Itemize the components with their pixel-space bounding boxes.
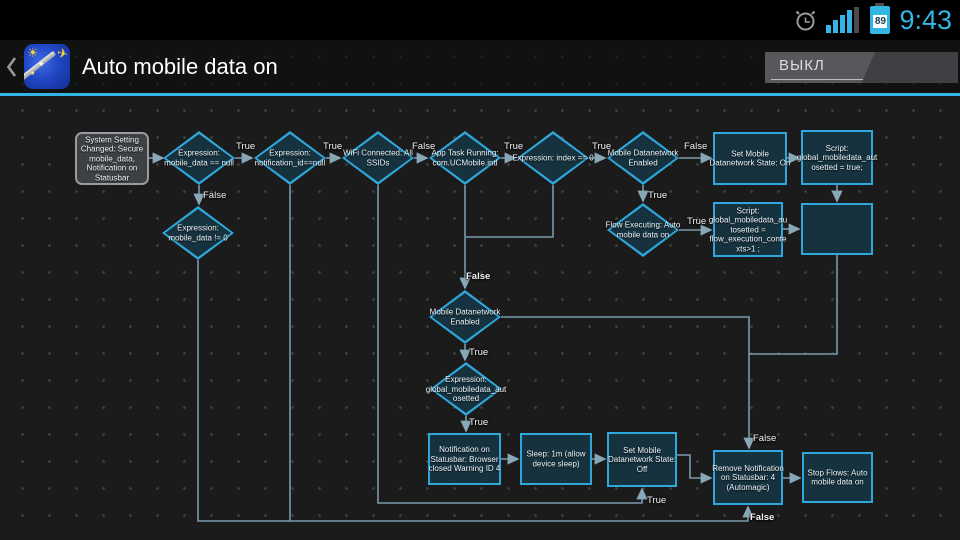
edge-label: True [647, 495, 667, 506]
node-cond-mobile-datanetwork-enabled-mid[interactable]: Mobile Datanetwork Enabled [429, 290, 501, 344]
node-label: Mobile Datanetwork Enabled [429, 307, 501, 327]
node-cond-mobile-datanetwork-enabled-top[interactable]: Mobile Datanetwork Enabled [607, 131, 679, 185]
edge-label: True [687, 216, 707, 227]
node-action-sleep[interactable]: Sleep: 1m (allow device sleep) [520, 433, 592, 485]
node-cond-expr-index-0[interactable]: Expression: index == 0 [512, 131, 594, 185]
flow-edge [197, 260, 754, 522]
node-cond-flow-executing[interactable]: Flow Executing: Auto mobile data on [606, 203, 680, 257]
node-action-remove-notification[interactable]: Remove Notification on Statusbar: 4 (Aut… [712, 450, 784, 505]
flow-edge [749, 255, 838, 355]
node-cond-app-task-running[interactable]: App Task Running: com.UCMobile.intl [429, 131, 501, 185]
back-chevron-icon[interactable] [5, 55, 18, 79]
node-action-script-autosetted-true[interactable]: Script: global_mobiledata_autosetted = t… [797, 130, 877, 185]
edge-label: True [648, 190, 668, 201]
action-bar: ☀ ✈ ★ ★ Auto mobile data on [0, 40, 960, 96]
edge-label: True [592, 141, 612, 152]
alarm-icon [794, 8, 817, 33]
signal-strength-icon [826, 7, 860, 33]
node-label: System Setting Changed: Secure mobile_da… [80, 134, 144, 182]
node-label: Expression: global_mobiledata_autosetted [425, 374, 507, 403]
edge-label: True [469, 417, 489, 428]
node-action-set-datanetwork-on[interactable]: Set Mobile Datanetwork State: On [710, 132, 790, 185]
flow-edge [466, 185, 554, 238]
node-label: Expression: mobile_data != 0 [168, 223, 228, 243]
node-label: App Task Running: com.UCMobile.intl [431, 148, 499, 168]
edge-label: False [750, 512, 775, 523]
node-cond-expr-mobile-data-not-0[interactable]: Expression: mobile_data != 0 [162, 206, 234, 260]
page-title: Auto mobile data on [82, 53, 278, 79]
toggle-thumb: ВЫКЛ [765, 52, 876, 83]
node-cond-wifi-connected[interactable]: WiFi Connected: All SSIDs [342, 131, 414, 185]
node-label: Stop Flows: Auto mobile data on [807, 468, 868, 487]
node-label: Notification on Statusbar: Browser close… [428, 444, 501, 473]
node-label: Script: global_mobiledata_autosetted = f… [708, 205, 788, 253]
node-label: Mobile Datanetwork Enabled [607, 148, 679, 168]
node-label: WiFi Connected: All SSIDs [343, 148, 413, 168]
node-action-notification-statusbar[interactable]: Notification on Statusbar: Browser close… [428, 433, 501, 485]
node-action-script-execution-contexts[interactable]: Script: global_mobiledata_autosetted = f… [709, 202, 787, 257]
edge-label: True [323, 141, 343, 152]
node-cond-expr-mobile-data-null[interactable]: Expression: mobile_data == null [163, 131, 235, 185]
flow-edge [377, 185, 648, 504]
node-label: Flow Executing: Auto mobile data on [605, 220, 681, 240]
edge-label: False [466, 271, 491, 282]
node-action-set-datanetwork-off[interactable]: Set Mobile Datanetwork State: Off [607, 432, 677, 487]
flow-edge [677, 454, 713, 484]
battery-icon: 89 [870, 3, 891, 34]
toggle-underline [771, 79, 863, 80]
node-cond-expr-global-autosetted[interactable]: Expression: global_mobiledata_autosetted [426, 362, 506, 416]
node-label: Expression: notification_id==null [254, 148, 326, 168]
node-label: Expression: mobile_data == null [164, 148, 234, 168]
flow-enabled-toggle[interactable]: ВЫКЛ [765, 52, 958, 83]
battery-percent: 89 [873, 15, 888, 28]
node-action-empty[interactable] [801, 203, 873, 255]
node-label: Set Mobile Datanetwork State: On [709, 149, 791, 168]
app-icon[interactable]: ☀ ✈ ★ ★ [24, 44, 70, 89]
clock-time: 9:43 [899, 5, 952, 35]
node-label: Sleep: 1m (allow device sleep) [526, 449, 586, 469]
edge-label: True [504, 141, 524, 152]
flow-edge [501, 316, 755, 450]
node-label: Script: global_mobiledata_autosetted = t… [796, 143, 878, 172]
node-label: Remove Notification on Statusbar: 4 (Aut… [712, 463, 784, 492]
node-cond-expr-notification-id-null[interactable]: Expression: notification_id==null [254, 131, 326, 185]
edge-label: False [203, 190, 227, 201]
node-action-stop-flows[interactable]: Stop Flows: Auto mobile data on [802, 452, 873, 503]
toggle-label: ВЫКЛ [779, 57, 825, 74]
node-label: Expression: index == 0 [512, 153, 594, 163]
edge-label: False [753, 433, 777, 444]
node-label: Set Mobile Datanetwork State: Off [607, 445, 677, 474]
status-bar: 89 9:43 [0, 0, 960, 40]
edge-label: True [469, 347, 489, 358]
edge-label: False [412, 141, 436, 152]
edge-label: True [236, 141, 256, 152]
node-trigger-system-setting[interactable]: System Setting Changed: Secure mobile_da… [75, 132, 149, 185]
edge-label: False [684, 141, 708, 152]
